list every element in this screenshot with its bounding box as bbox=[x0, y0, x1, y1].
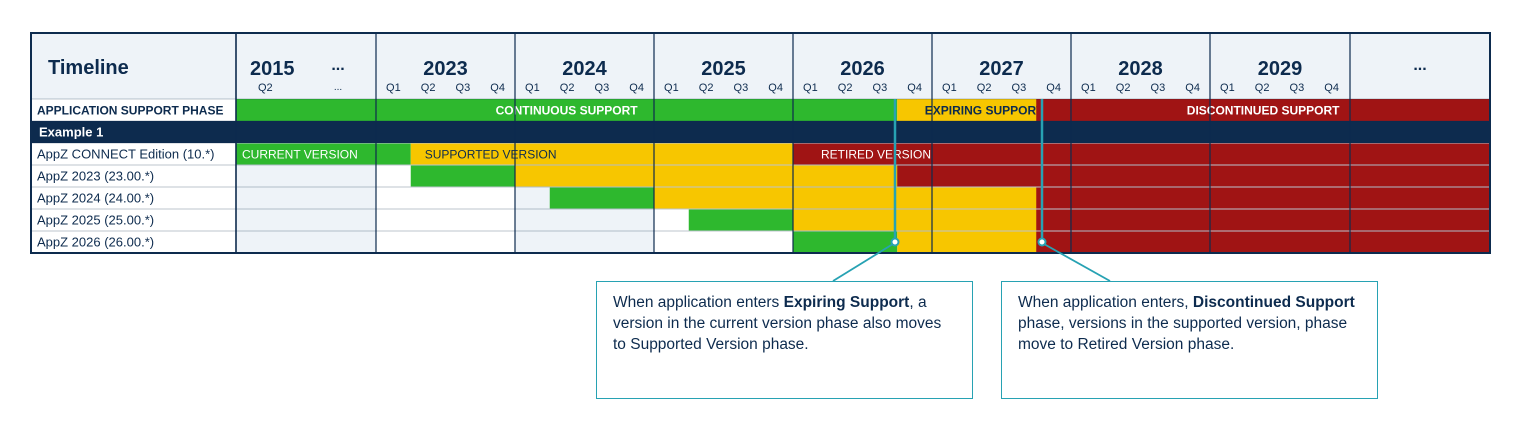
phase-row-label: APPLICATION SUPPORT PHASE bbox=[37, 104, 223, 118]
version-segment bbox=[515, 165, 932, 187]
callout-2-post: phase, versions in the supported version… bbox=[1018, 315, 1348, 353]
discontinued-marker-dot bbox=[1037, 237, 1047, 247]
quarter-ellipsis: ... bbox=[334, 82, 342, 93]
section-header-label: Example 1 bbox=[39, 125, 103, 140]
year-label: 2027 bbox=[979, 58, 1024, 80]
quarter-label: Q1 bbox=[386, 82, 401, 94]
year-ellipsis: ... bbox=[331, 57, 344, 74]
version-segment-label: SUPPORTED VERSION bbox=[425, 148, 557, 162]
header-background bbox=[31, 33, 1490, 99]
year-label: 2024 bbox=[562, 58, 607, 80]
phase-segment-label: EXPIRING SUPPORT bbox=[925, 104, 1044, 118]
version-segment-label: CURRENT VERSION bbox=[242, 148, 358, 162]
rows-label-cells bbox=[31, 143, 236, 253]
version-segment bbox=[793, 143, 1490, 165]
quarter-label: Q4 bbox=[1324, 82, 1339, 94]
version-segment bbox=[1036, 209, 1490, 231]
quarter-label: Q4 bbox=[1185, 82, 1200, 94]
row-label: AppZ 2023 (23.00.*) bbox=[37, 169, 154, 184]
phase-label-cell bbox=[31, 99, 236, 121]
quarter-label: Q2 bbox=[560, 82, 575, 94]
row-label: AppZ 2026 (26.00.*) bbox=[37, 235, 154, 250]
row-label: AppZ 2024 (24.00.*) bbox=[37, 191, 154, 206]
phase-segment bbox=[236, 99, 898, 121]
callout-1-bold: Expiring Support bbox=[783, 294, 910, 311]
quarter-label: Q3 bbox=[456, 82, 471, 94]
year-label: 2026 bbox=[840, 58, 885, 80]
quarter-label: Q3 bbox=[1151, 82, 1166, 94]
quarter-label: Q4 bbox=[1046, 82, 1061, 94]
version-segment bbox=[793, 231, 898, 253]
callout-2-connector bbox=[1043, 243, 1111, 282]
quarter-label: Q2 bbox=[421, 82, 436, 94]
header-title: Timeline bbox=[48, 57, 129, 79]
year-ellipsis: ... bbox=[1413, 57, 1426, 74]
version-segment bbox=[410, 143, 793, 165]
year-label: 2028 bbox=[1118, 58, 1163, 80]
callout-discontinued-support: When application enters, Discontinued Su… bbox=[1001, 281, 1378, 399]
quarter-label: Q2 bbox=[1255, 82, 1270, 94]
year-label: 2029 bbox=[1258, 58, 1303, 80]
phase-segment bbox=[897, 99, 1071, 121]
quarter-label: Q2 bbox=[1116, 82, 1131, 94]
section-header-bar bbox=[31, 121, 1490, 143]
quarter-label: Q3 bbox=[595, 82, 610, 94]
callout-1-pre: When application enters bbox=[613, 294, 784, 311]
quarter-label: Q1 bbox=[803, 82, 818, 94]
quarter-label: Q2 bbox=[838, 82, 853, 94]
callout-1-connector bbox=[832, 243, 894, 282]
phase-segment bbox=[1036, 99, 1490, 121]
version-segment bbox=[897, 165, 1490, 187]
version-segment bbox=[1036, 187, 1490, 209]
quarter-label: Q1 bbox=[1081, 82, 1096, 94]
version-segment-label: RETIRED VERSION bbox=[821, 148, 931, 162]
row-label: AppZ CONNECT Edition (10.*) bbox=[37, 147, 215, 162]
version-segment bbox=[236, 143, 411, 165]
quarter-label: Q3 bbox=[734, 82, 749, 94]
quarter-label: Q4 bbox=[768, 82, 783, 94]
year-label: 2023 bbox=[423, 58, 468, 80]
row-label: AppZ 2025 (25.00.*) bbox=[37, 213, 154, 228]
quarter-label: Q4 bbox=[629, 82, 644, 94]
quarter-label: Q2 bbox=[977, 82, 992, 94]
quarter-label: Q3 bbox=[1290, 82, 1305, 94]
expiring-marker-dot bbox=[890, 237, 900, 247]
callout-expiring-support: When application enters Expiring Support… bbox=[596, 281, 973, 399]
quarter-label: Q3 bbox=[1012, 82, 1027, 94]
phase-segment-label: CONTINUOUS SUPPORT bbox=[496, 104, 639, 118]
quarter-label: Q1 bbox=[1220, 82, 1235, 94]
year-label: 2025 bbox=[701, 58, 746, 80]
quarter-label: Q2 bbox=[258, 82, 273, 94]
callout-2-bold: Discontinued Support bbox=[1192, 294, 1355, 311]
year-label: 2015 bbox=[250, 58, 295, 80]
quarter-label: Q4 bbox=[907, 82, 922, 94]
callout-1-post: , a version in the current version phase… bbox=[613, 294, 942, 353]
version-segment bbox=[1036, 231, 1490, 253]
quarter-label: Q1 bbox=[664, 82, 679, 94]
version-segment bbox=[897, 231, 1071, 253]
table-border bbox=[30, 32, 1491, 254]
callout-2-pre: When application enters, bbox=[1018, 294, 1193, 311]
quarter-label: Q4 bbox=[490, 82, 505, 94]
quarter-label: Q1 bbox=[942, 82, 957, 94]
phase-segment-label: DISCONTINUED SUPPORT bbox=[1187, 104, 1340, 118]
quarter-label: Q2 bbox=[699, 82, 714, 94]
version-segment bbox=[654, 187, 1071, 209]
quarter-label: Q1 bbox=[525, 82, 540, 94]
quarter-label: Q3 bbox=[873, 82, 888, 94]
